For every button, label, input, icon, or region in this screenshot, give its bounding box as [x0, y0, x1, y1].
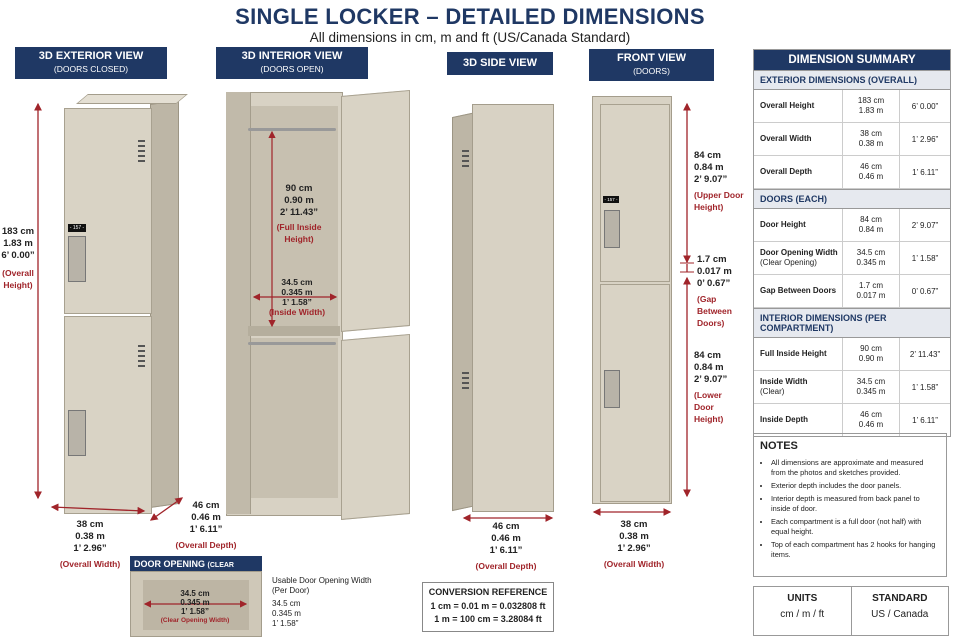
page-title: SINGLE LOCKER – DETAILED DIMENSIONS	[235, 4, 705, 29]
notes-title: NOTES	[760, 440, 798, 452]
side-panel	[472, 104, 554, 512]
upper-hanging-rod	[248, 128, 336, 131]
page-subtitle: All dimensions in cm, m and ft (US/Canad…	[309, 30, 631, 45]
locker-badge: - 157 -	[68, 224, 86, 232]
front-upper-door	[600, 104, 670, 282]
lower-compartment	[250, 338, 338, 498]
summary-section-doors: DOORS (EACH)	[754, 189, 950, 209]
note-item: Top of each compartment has 2 hooks for …	[771, 540, 940, 560]
front-lower-handle	[604, 370, 620, 408]
table-row: Door Opening Width(Clear Opening)34.5 cm…	[754, 242, 950, 275]
front-upper-handle	[604, 210, 620, 248]
interior-view-header: 3D INTERIOR VIEW(DOORS OPEN)	[216, 47, 368, 79]
notes-box: NOTES All dimensions are approximate and…	[753, 433, 947, 577]
summary-section-exterior: EXTERIOR DIMENSIONS (OVERALL)	[754, 70, 950, 90]
lower-door-handle	[68, 410, 86, 456]
upper-door-handle	[68, 236, 86, 282]
side-view-header: 3D SIDE VIEW	[447, 52, 553, 75]
front-view-header: FRONT VIEW(DOORS)	[589, 49, 714, 81]
dimension-summary-table: DIMENSION SUMMARY EXTERIOR DIMENSIONS (O…	[753, 49, 951, 437]
note-item: All dimensions are approximate and measu…	[771, 458, 940, 478]
summary-section-interior: INTERIOR DIMENSIONS (PER COMPARTMENT)	[754, 308, 950, 338]
exterior-view-header: 3D EXTERIOR VIEW(DOORS CLOSED)	[15, 47, 167, 79]
front-badge: - 157 -	[603, 196, 619, 203]
lower-door	[64, 316, 152, 514]
note-item: Exterior depth includes the door panels.	[771, 481, 940, 491]
lower-hanging-rod	[248, 342, 336, 345]
conversion-reference: CONVERSION REFERENCE 1 cm = 0.01 m = 0.0…	[422, 582, 554, 632]
usable-opening-note: Usable Door Opening Width(Per Door) 34.5…	[272, 576, 372, 628]
summary-title: DIMENSION SUMMARY	[754, 50, 950, 70]
note-item: Interior depth is measured from back pan…	[771, 494, 940, 514]
note-item: Each compartment is a full door (not hal…	[771, 517, 940, 537]
upper-compartment	[250, 106, 338, 328]
